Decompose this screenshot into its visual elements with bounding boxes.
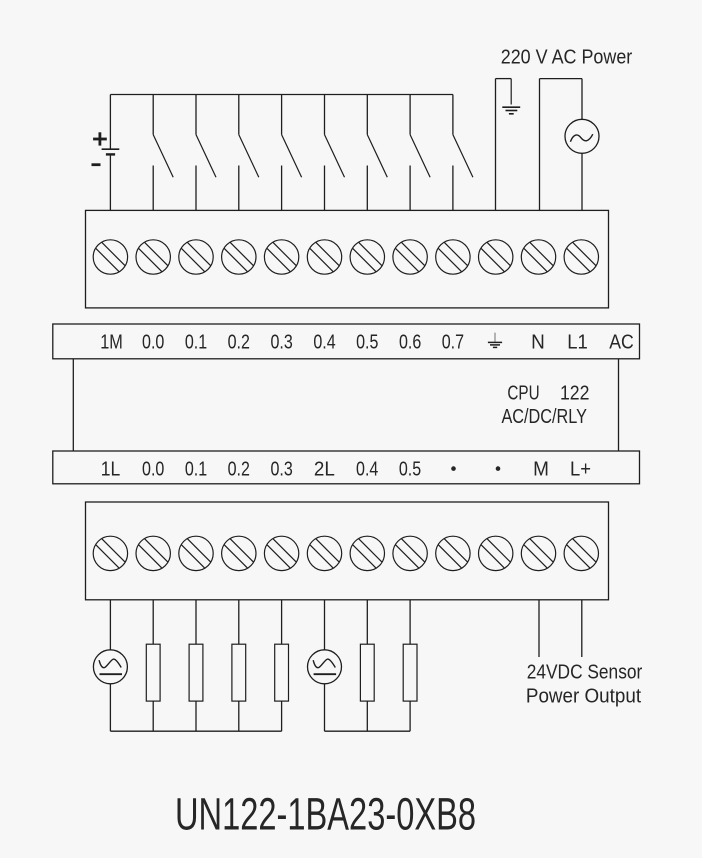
svg-text:M: M	[533, 459, 549, 481]
svg-text:2L: 2L	[314, 459, 335, 481]
svg-text:0.0: 0.0	[142, 459, 164, 481]
svg-text:L1: L1	[567, 332, 588, 354]
svg-text:1L: 1L	[101, 459, 121, 481]
svg-text:0.1: 0.1	[185, 332, 207, 354]
svg-text:CPU: CPU	[507, 383, 539, 405]
svg-text:0.3: 0.3	[270, 332, 292, 354]
svg-text:AC/DC/RLY: AC/DC/RLY	[501, 406, 587, 428]
svg-text:0.3: 0.3	[270, 459, 292, 481]
svg-text:24VDC Sensor: 24VDC Sensor	[527, 661, 643, 683]
svg-text:0.7: 0.7	[442, 332, 464, 354]
svg-text:0.6: 0.6	[399, 332, 421, 354]
svg-text:0.5: 0.5	[356, 332, 378, 354]
svg-text:0.4: 0.4	[356, 459, 378, 481]
svg-text:L+: L+	[570, 459, 591, 481]
svg-text:0.2: 0.2	[228, 459, 250, 481]
svg-text:Power Output: Power Output	[526, 686, 642, 708]
svg-text:122: 122	[560, 383, 590, 405]
svg-text:N: N	[531, 332, 545, 354]
svg-text:UN122-1BA23-0XB8: UN122-1BA23-0XB8	[175, 788, 476, 839]
svg-text:0.0: 0.0	[142, 332, 164, 354]
svg-text:AC: AC	[609, 332, 634, 354]
svg-text:0.4: 0.4	[313, 332, 335, 354]
svg-text:1M: 1M	[100, 332, 123, 354]
svg-text:0.5: 0.5	[399, 459, 421, 481]
svg-text:220 V AC Power: 220 V AC Power	[501, 46, 633, 68]
svg-text:0.1: 0.1	[185, 459, 207, 481]
svg-text:0.2: 0.2	[228, 332, 250, 354]
